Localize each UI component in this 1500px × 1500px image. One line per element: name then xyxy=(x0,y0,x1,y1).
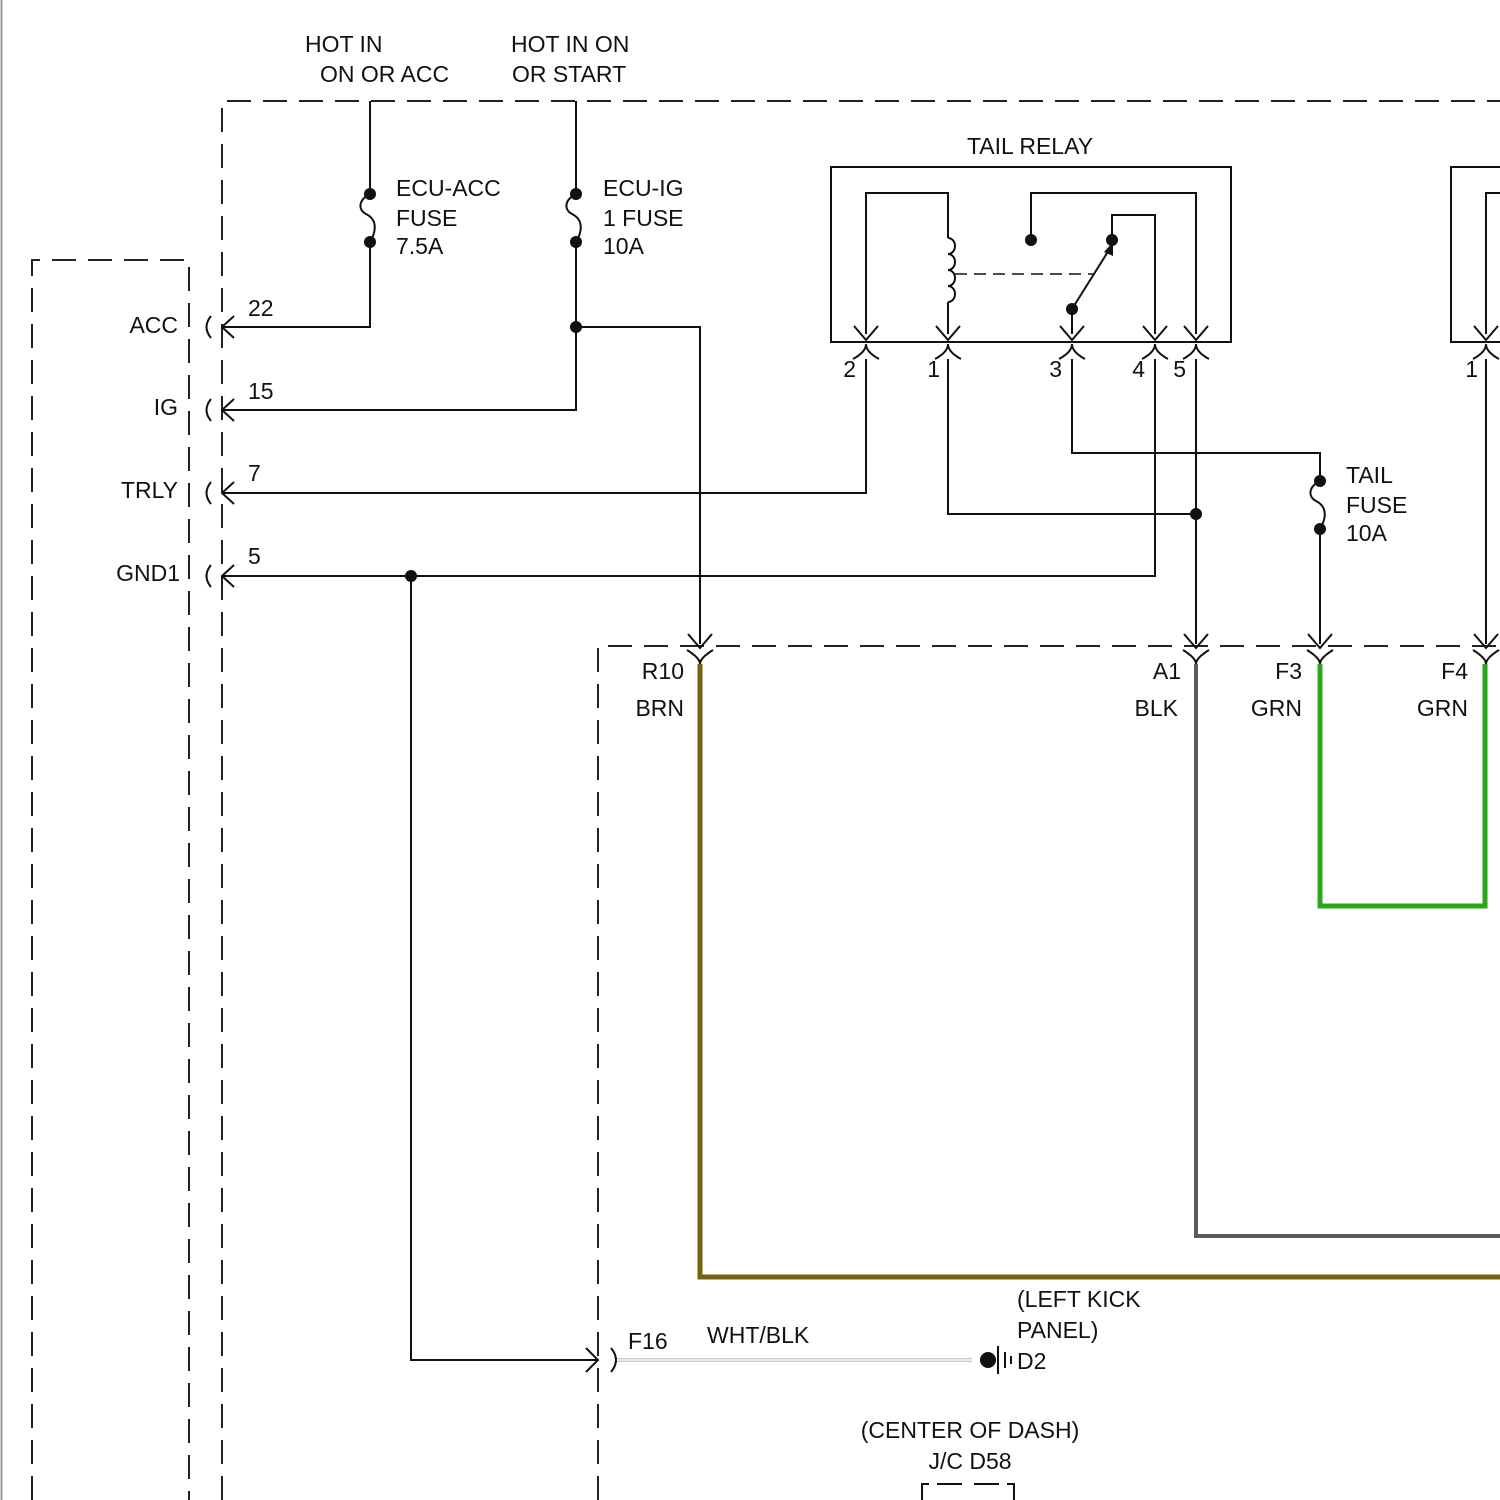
ecu-terminal-ig: IG 15 xyxy=(154,378,274,421)
tail-relay xyxy=(831,167,1231,359)
ecu-ig-fuse-label-2: 1 FUSE xyxy=(603,205,684,231)
ig-source-label-2: OR START xyxy=(512,61,626,87)
ecu-terminal-name: ACC xyxy=(129,312,178,338)
tail-fuse-label-2: FUSE xyxy=(1346,492,1407,518)
relay-pin-label: 1 xyxy=(927,356,940,382)
acc-source-label-1: HOT IN xyxy=(305,31,383,57)
relay-pin-label: 4 xyxy=(1132,356,1145,382)
ecu-acc-fuse-label-3: 7.5A xyxy=(396,233,444,259)
tail-fuse-label-3: 10A xyxy=(1346,520,1388,546)
connector-color: BRN xyxy=(635,695,684,721)
ground-point-label: D2 xyxy=(1017,1348,1046,1374)
ecu-terminal-acc: ACC 22 xyxy=(129,295,273,338)
connector-color: BLK xyxy=(1135,695,1179,721)
junction-block-location: (CENTER OF DASH) xyxy=(861,1417,1080,1443)
connector-id: A1 xyxy=(1153,658,1181,684)
connector-id: F4 xyxy=(1441,658,1468,684)
relay-coil xyxy=(948,238,955,302)
second-relay-pin-label: 1 xyxy=(1465,356,1478,382)
ground-location-2: PANEL) xyxy=(1017,1317,1098,1343)
ecu-terminal-pin: 5 xyxy=(248,543,261,569)
ecu-ig-fuse-label-3: 10A xyxy=(603,233,645,259)
junction-connector-arrows xyxy=(687,634,1499,664)
ecu-terminal-pin: 22 xyxy=(248,295,274,321)
ecu-terminal-name: GND1 xyxy=(116,560,180,586)
ecu-terminal-name: IG xyxy=(154,394,178,420)
second-relay xyxy=(1451,167,1500,644)
ecu-terminal-name: TRLY xyxy=(121,477,178,503)
ecu-acc-fuse xyxy=(222,101,376,327)
relay-wiring xyxy=(222,359,1320,1360)
connector-id: F3 xyxy=(1275,658,1302,684)
ecu-terminal-trly: TRLY 7 xyxy=(121,460,261,504)
junction-block-name: J/C D58 xyxy=(928,1448,1011,1474)
ecu-ig-fuse-label-1: ECU-IG xyxy=(603,175,684,201)
acc-source-label-2: ON OR ACC xyxy=(320,61,449,87)
tail-relay-title: TAIL RELAY xyxy=(967,133,1093,159)
relay-pin-label: 5 xyxy=(1173,356,1186,382)
ecu-acc-fuse-label-2: FUSE xyxy=(396,205,457,231)
connector-block-boundary xyxy=(598,646,1500,1500)
tail-fuse-label-1: TAIL xyxy=(1346,462,1393,488)
blk-wire xyxy=(1196,664,1500,1236)
relay-pin-label: 3 xyxy=(1049,356,1062,382)
brn-wire xyxy=(700,664,1500,1277)
junction-block-boundary xyxy=(222,101,1500,1500)
ground-wire-color: WHT/BLK xyxy=(707,1322,810,1348)
ecu-terminal-pin: 7 xyxy=(248,460,261,486)
ig-source-label-1: HOT IN ON xyxy=(511,31,629,57)
junction-block-box-top xyxy=(922,1484,1014,1500)
ground-location-1: (LEFT KICK xyxy=(1017,1286,1141,1312)
ground-symbol xyxy=(980,1346,1011,1374)
ground-connector-id: F16 xyxy=(628,1328,668,1354)
relay-pin-label: 2 xyxy=(843,356,856,382)
connector-id: R10 xyxy=(642,658,684,684)
ecu-acc-fuse-label-1: ECU-ACC xyxy=(396,175,501,201)
ecu-terminal-pin: 15 xyxy=(248,378,274,404)
ecu-boundary xyxy=(32,260,189,1500)
connector-color: GRN xyxy=(1417,695,1468,721)
tail-fuse xyxy=(1310,475,1326,644)
connector-color: GRN xyxy=(1251,695,1302,721)
